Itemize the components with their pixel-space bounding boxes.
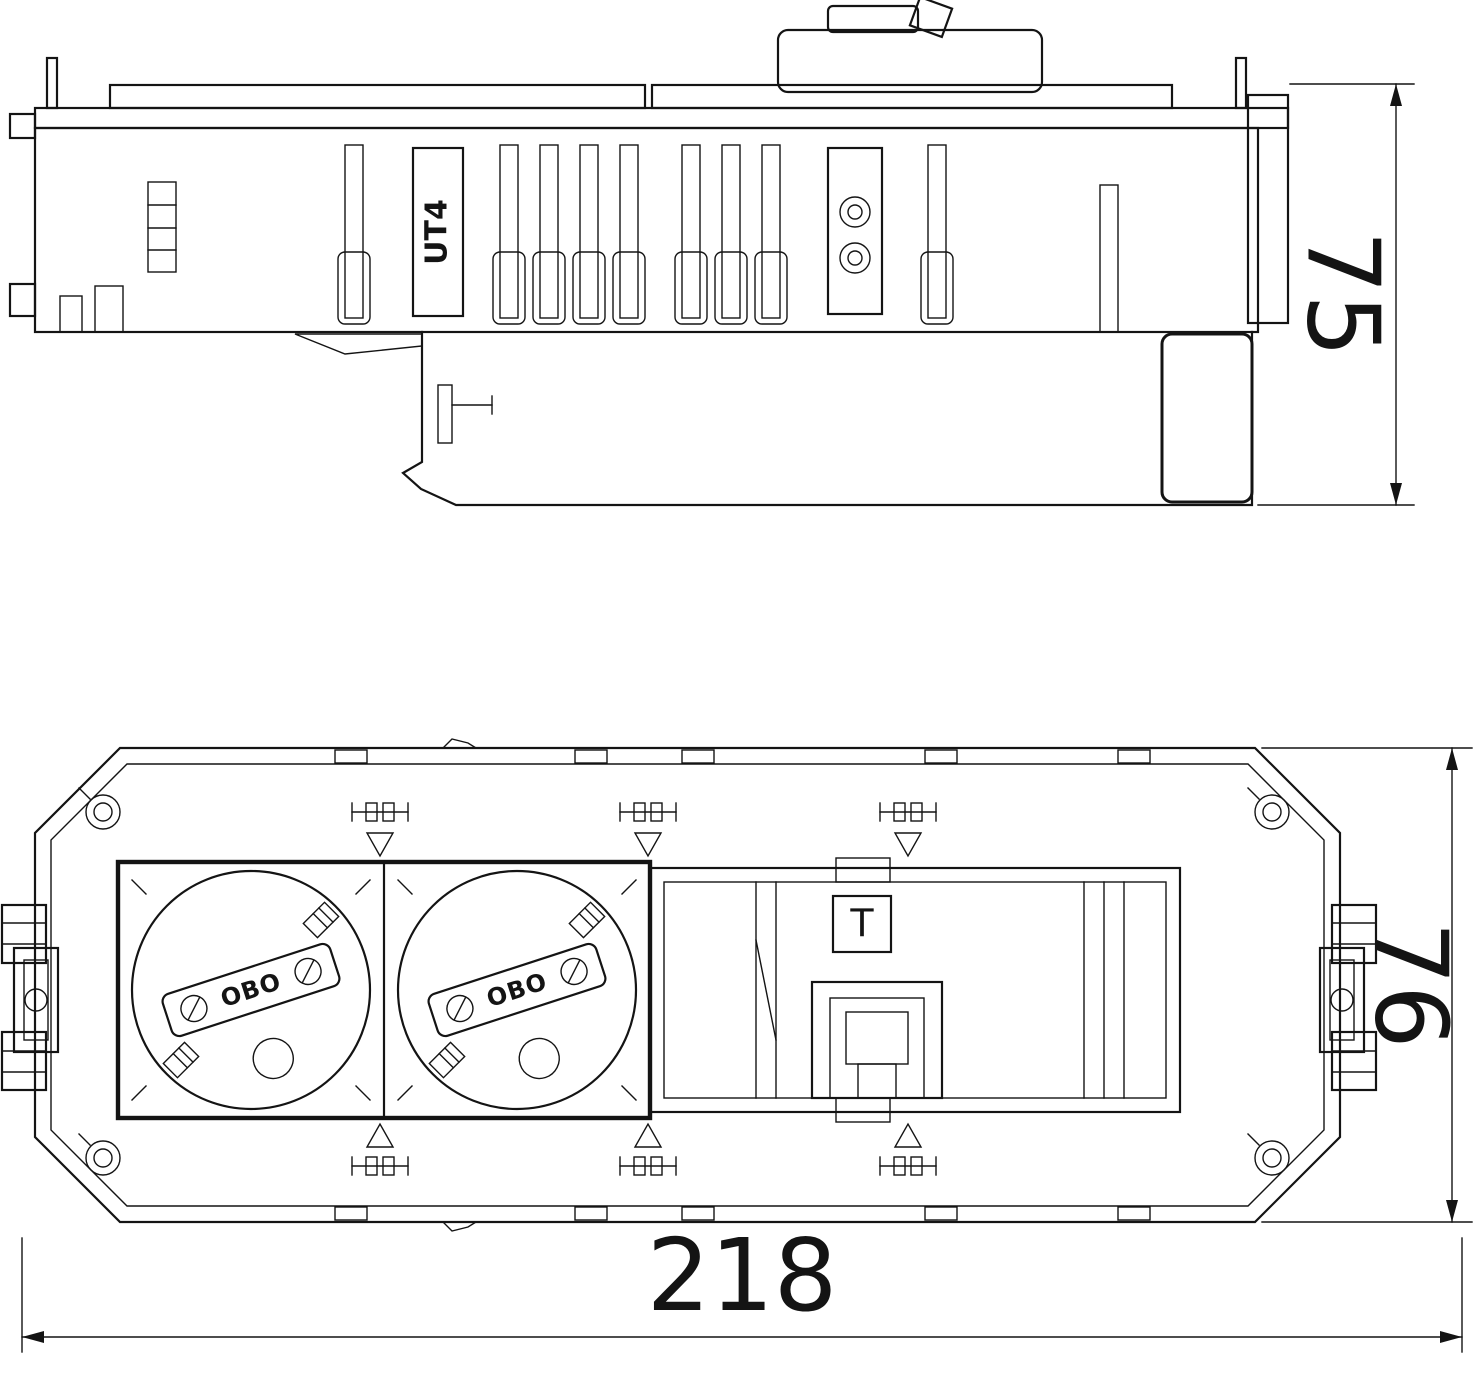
data-module-left-rail [755, 881, 777, 1099]
position-triangle-up [365, 1122, 395, 1148]
socket-left-well [130, 869, 372, 1111]
socket-right-center-strip: OBO [427, 942, 607, 1080]
position-triangle-down [633, 832, 663, 858]
corner-screw-bottom-left [78, 1133, 121, 1176]
dimension-plan-width: 76 [1261, 747, 1473, 1223]
plan-view: OBO OBO [0, 738, 1378, 1232]
ut4-label-text: UT4 [420, 199, 455, 265]
dim75-arrow-bottom [1390, 483, 1402, 505]
dim218-arrow-right [1440, 1331, 1462, 1343]
t-marking: T [831, 894, 893, 954]
t-marking-text: T [849, 902, 874, 946]
rj45-jack [810, 980, 944, 1100]
side-lower-end-cap [1160, 332, 1254, 504]
side-right-pin [1234, 56, 1248, 110]
socket-left: OBO [130, 869, 372, 1111]
side-right-end-cap [1246, 93, 1290, 325]
socket-right: OBO [396, 869, 638, 1111]
data-module-inner [663, 881, 1167, 1099]
dim76-arrow-top [1446, 748, 1458, 770]
side-top-rim [33, 106, 1290, 130]
socket-left-corner-ticks [131, 879, 371, 1101]
side-right-inner-rib [1099, 184, 1119, 333]
plan-inner-outline [50, 763, 1325, 1207]
side-lid-lever [908, 0, 954, 39]
side-raised-cover-left [108, 83, 647, 110]
side-left-claw-wedge [294, 333, 423, 355]
plan-markers-top [351, 802, 937, 858]
side-lower-slot [437, 384, 453, 444]
side-lower-housing [401, 330, 1254, 507]
side-raised-cover-right [650, 83, 1174, 110]
data-module-bottom-clip [835, 1097, 891, 1123]
socket-right-pilot-hole [518, 1037, 560, 1080]
side-internal-ribs [337, 144, 954, 325]
clamp-symbol [351, 1156, 409, 1176]
position-triangle-down [365, 832, 395, 858]
socket-left-earth-clips [162, 901, 340, 1079]
dim75-arrow-top [1390, 84, 1402, 106]
dimension-side-height: 75 [1257, 83, 1415, 506]
ut4-marking-plate: UT4 [411, 146, 465, 318]
dim75-value: 75 [1285, 230, 1402, 357]
plan-outer-outline [33, 746, 1342, 1224]
clamp-symbol [351, 802, 409, 822]
dim76-arrow-bottom [1446, 1200, 1458, 1222]
corner-screw-bottom-right [1247, 1133, 1290, 1176]
socket-left-center-strip: OBO [161, 942, 341, 1080]
clamp-symbol [879, 802, 937, 822]
socket-right-corner-ticks [397, 879, 637, 1101]
t-marking-box [831, 894, 893, 954]
side-left-tab-bottom [8, 282, 37, 318]
socket-right-earth-clips [428, 901, 606, 1079]
side-lid-hump [776, 28, 1044, 94]
dim218-arrow-left [22, 1331, 44, 1343]
data-module-top-clip [835, 857, 891, 883]
plan-markers-bottom [351, 1122, 937, 1176]
mounting-claw-right [1318, 903, 1378, 1092]
side-main-body [33, 126, 1260, 334]
data-module-outer [648, 866, 1182, 1114]
data-module: T [648, 857, 1182, 1123]
clamp-symbol [619, 802, 677, 822]
position-triangle-down [893, 832, 923, 858]
side-lid-tab [826, 4, 920, 34]
socket-left-pilot-hole [252, 1037, 294, 1080]
position-triangle-up [893, 1122, 923, 1148]
dim218-value: 218 [647, 1217, 838, 1334]
plan-edge-slots [334, 738, 1151, 1232]
clamp-symbol [879, 1156, 937, 1176]
side-left-tab-top [8, 112, 37, 140]
side-left-pin [45, 56, 59, 110]
position-triangle-up [633, 1122, 663, 1148]
dim76-value: 76 [1353, 921, 1470, 1048]
side-left-detail [59, 181, 177, 333]
side-screw-block [826, 146, 884, 316]
side-view: UT4 [8, 0, 1290, 507]
socket-right-well [396, 869, 638, 1111]
mounting-claw-left [0, 903, 60, 1092]
data-module-right-rail [1083, 881, 1125, 1099]
ut4-plate-box [411, 146, 465, 318]
corner-screw-top-right [1247, 787, 1290, 830]
dimension-plan-length: 218 [21, 1217, 1463, 1353]
clamp-symbol [619, 1156, 677, 1176]
corner-screw-top-left [78, 787, 121, 830]
